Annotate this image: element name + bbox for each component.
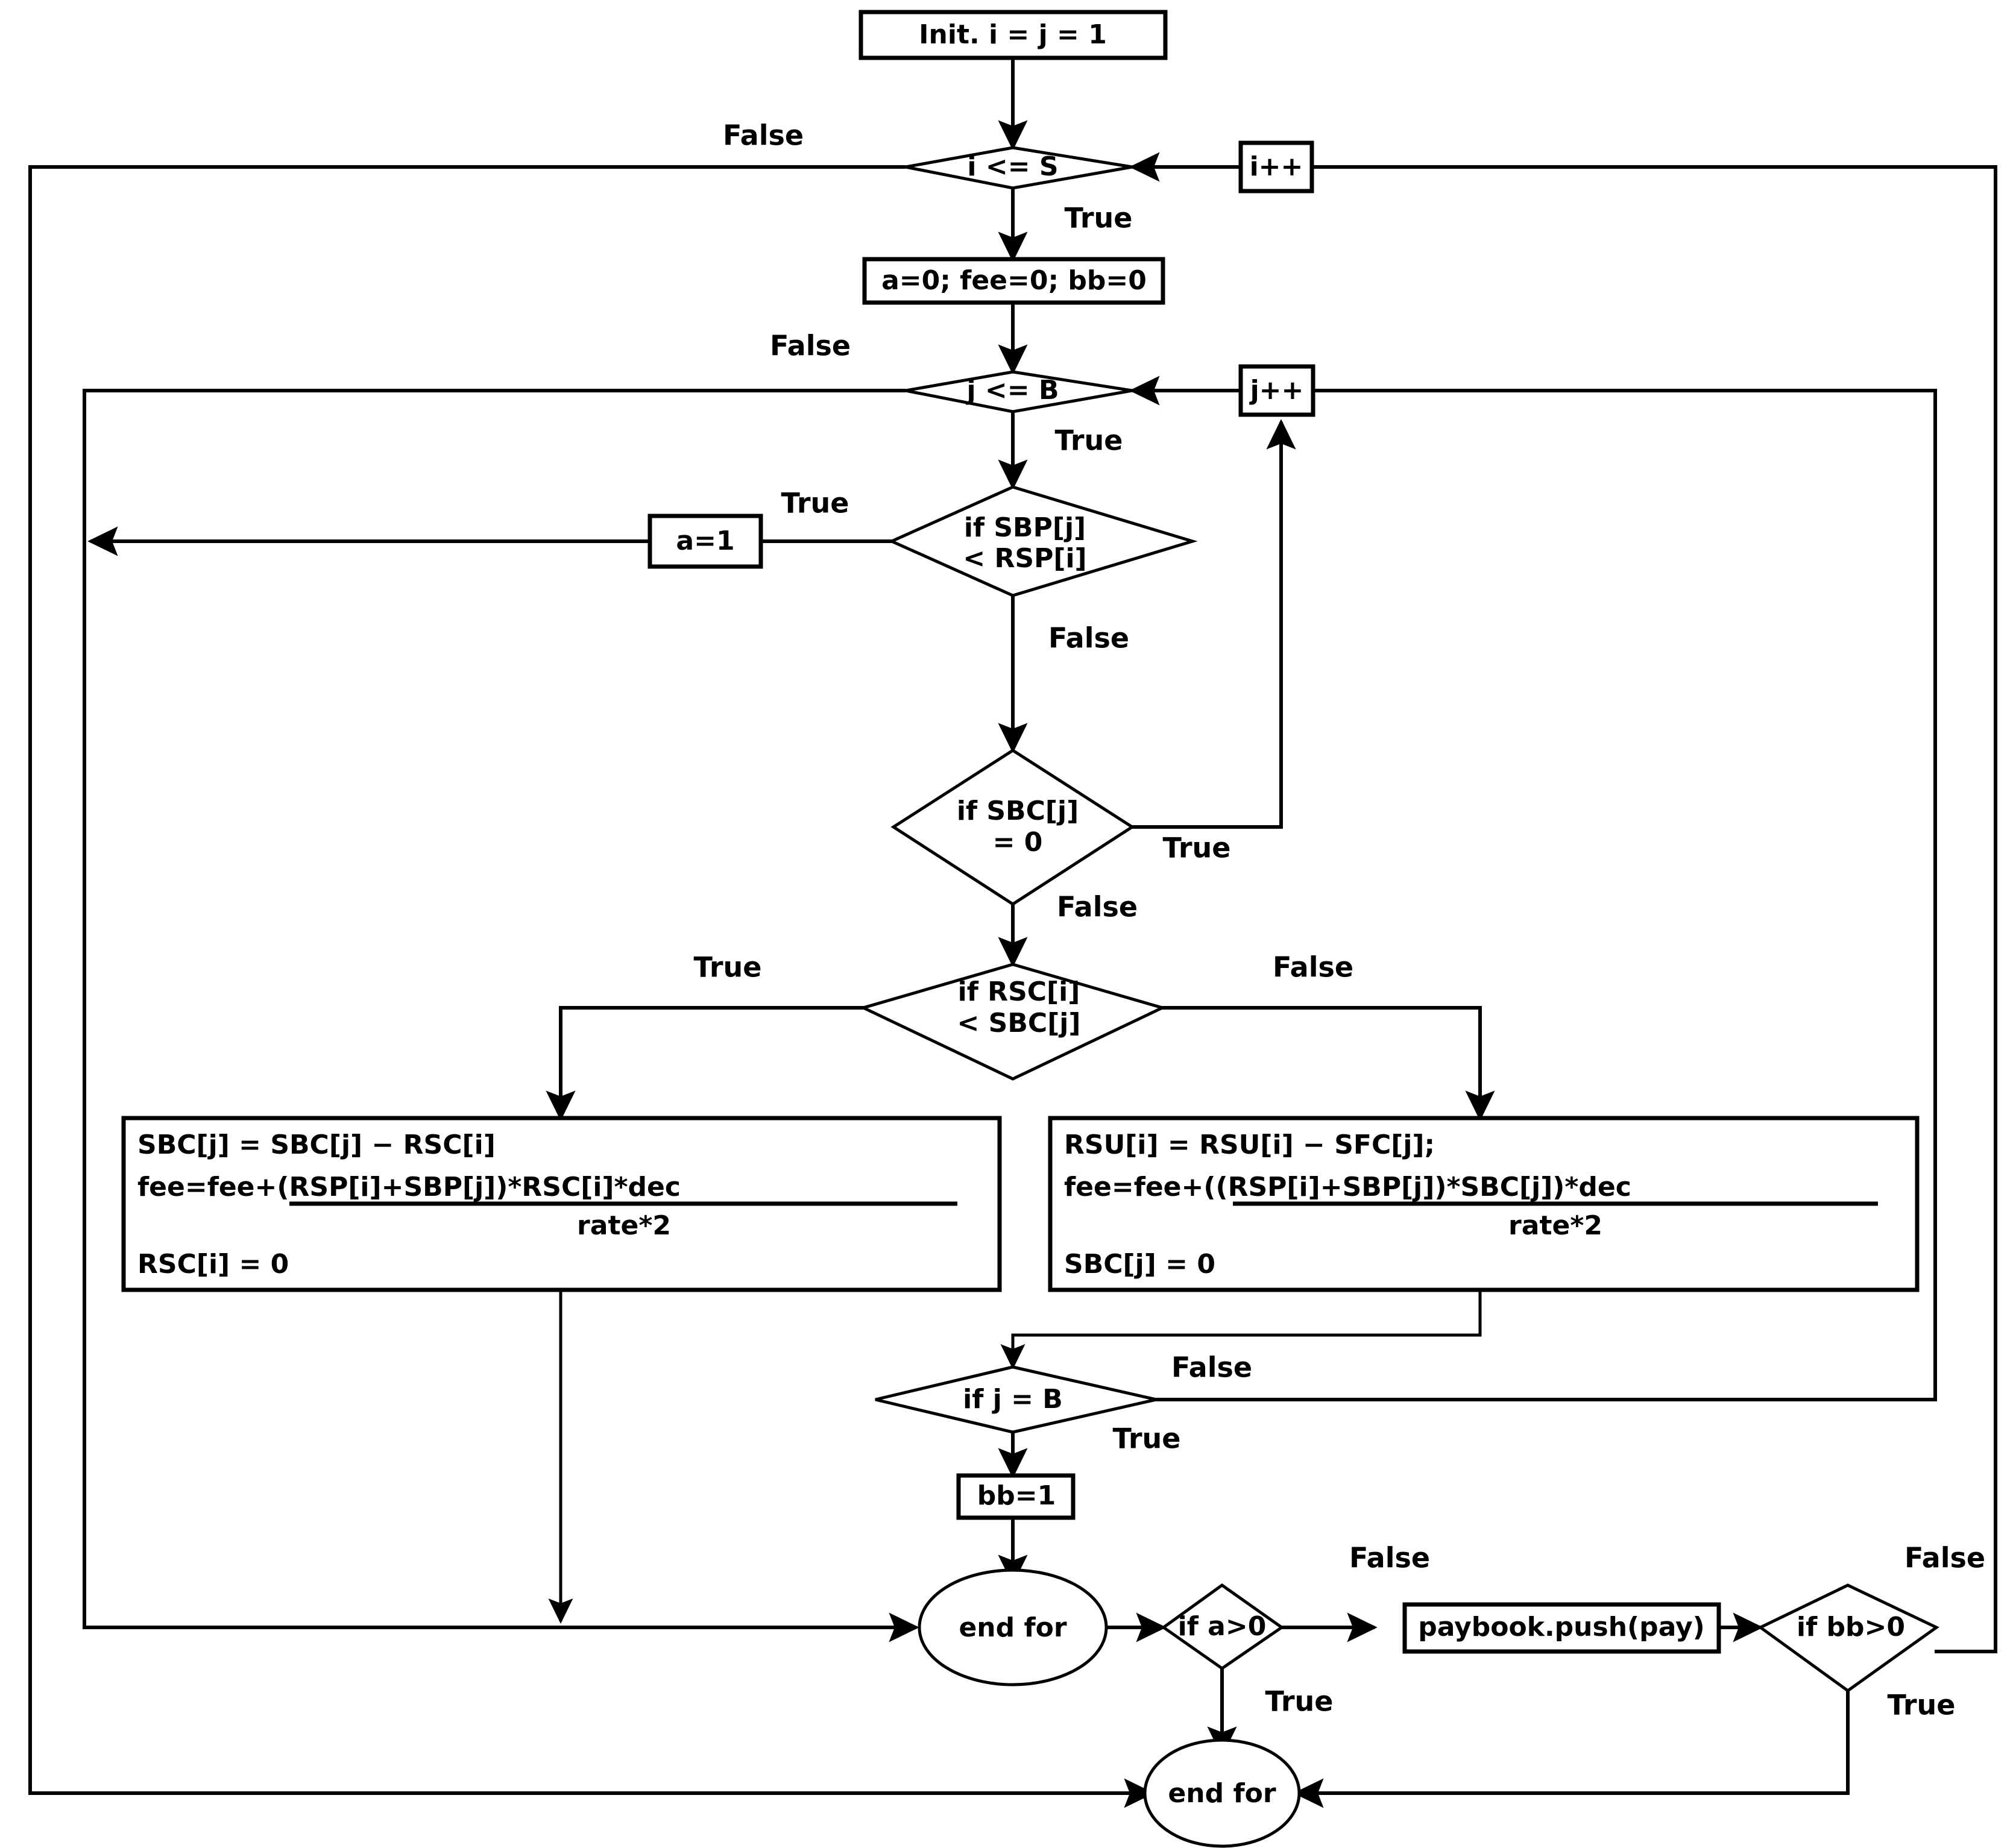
node-if-sbc-zero[interactable] [890,749,1135,906]
node-j-le-b[interactable] [905,370,1133,413]
node-reset-vars[interactable] [862,257,1165,305]
node-if-a-gt0-label: if a>0 [1178,1611,1267,1642]
node-if-sbc-zero-line1: if SBC[j] [957,796,1079,826]
node-proc-left-line2-full: fee=fee+(RSP[i]+SBP[j])*RSC[i]*dec [137,1172,681,1202]
node-j-inc-label: j++ [1249,375,1304,406]
label-i-le-s-true: True [1065,202,1133,234]
node-init-label: Init. i = j = 1 [919,19,1107,50]
label-j-le-b-true: True [1055,424,1123,457]
node-j-le-b-label: j <= B [966,375,1059,406]
label-if-bb-gt0-false: False [1904,1542,1985,1574]
node-if-sbp[interactable] [887,485,1198,597]
node-i-le-s-label: i <= S [967,151,1058,182]
node-if-rsc-line2: < SBC[j] [957,1008,1080,1039]
label-if-sbc-zero-true: True [1163,832,1231,864]
node-paybook[interactable] [1402,1602,1721,1654]
node-paybook-label: paybook.push(pay) [1418,1612,1705,1642]
label-if-sbp-false: False [1048,622,1129,655]
label-j-le-b-false: False [770,330,851,362]
label-if-bb-gt0-true: True [1888,1689,1956,1721]
node-i-inc[interactable] [1238,140,1314,193]
node-proc-left-line1: SBC[j] = SBC[j] − RSC[i] [137,1130,496,1160]
node-end-for-inner[interactable] [918,1568,1108,1686]
label-if-sbc-zero-false: False [1057,891,1138,923]
node-i-le-s[interactable] [905,146,1133,190]
node-if-sbc-zero-line2: = 0 [993,827,1043,858]
label-if-j-eq-b-true: True [1113,1422,1181,1455]
edge-i-le-s-false [28,165,1155,1808]
node-bb-set[interactable] [956,1473,1076,1520]
edge-sbc-zero-true-to-j-inc [1132,419,1296,829]
node-proc-left-line3: RSC[i] = 0 [137,1249,289,1280]
edge-bb-gt0-true-to-outer-end-for [1293,1691,1850,1808]
node-if-sbp-line2: < RSP[i] [963,543,1086,574]
node-if-j-eq-b-label: if j = B [963,1384,1063,1415]
node-end-for-inner-label: end for [959,1612,1066,1643]
edge-proc-right-to-j-eq-b [1000,1290,1482,1370]
edge-rsc-true-to-proc-left [546,1006,893,1121]
node-end-for-outer[interactable] [1143,1738,1301,1848]
label-if-sbp-true: True [781,487,849,520]
node-if-sbp-line1: if SBP[j] [964,512,1086,543]
edge-j-le-b-false [83,389,919,1642]
node-proc-right-line1: RSU[i] = RSU[i] − SFC[j]; [1064,1130,1435,1160]
node-proc-right-denominator: rate*2 [1508,1210,1602,1241]
label-i-le-s-false: False [723,119,804,152]
node-if-bb-gt0-label: if bb>0 [1797,1612,1905,1642]
label-if-rsc-false: False [1273,951,1353,984]
node-proc-left-denominator: rate*2 [577,1210,671,1241]
node-if-bb-gt0[interactable] [1757,1583,1939,1693]
node-if-a-gt0[interactable] [1161,1583,1285,1671]
edge-j-eq-b-false-to-j-inc [1156,389,1937,1401]
node-a-set[interactable] [647,514,763,569]
label-if-rsc-true: True [694,951,762,984]
label-if-j-eq-b-false: False [1171,1351,1252,1384]
edge-rsc-false-to-proc-right [1132,1006,1495,1121]
node-end-for-outer-label: end for [1168,1778,1276,1809]
node-if-rsc-lt-sbc[interactable] [858,963,1167,1081]
edge-bb-false-to-i-inc [1277,165,1997,1653]
label-if-a-gt0-true: True [1265,1685,1334,1718]
node-if-rsc-line1: if RSC[i] [958,976,1080,1007]
node-proc-right-line3: SBC[j] = 0 [1064,1249,1215,1280]
label-if-a-gt0-false: False [1349,1542,1430,1574]
node-bb-set-label: bb=1 [977,1480,1056,1511]
node-init[interactable] [858,10,1168,60]
node-reset-vars-label: a=0; fee=0; bb=0 [881,265,1147,296]
node-i-inc-label: i++ [1250,151,1303,182]
node-if-j-eq-b[interactable] [875,1365,1157,1434]
node-proc-right-line2-full: fee=fee+((RSP[i]+SBP[j])*SBC[j])*dec [1064,1172,1631,1202]
node-j-inc[interactable] [1238,364,1315,417]
node-a-set-label: a=1 [676,526,734,556]
